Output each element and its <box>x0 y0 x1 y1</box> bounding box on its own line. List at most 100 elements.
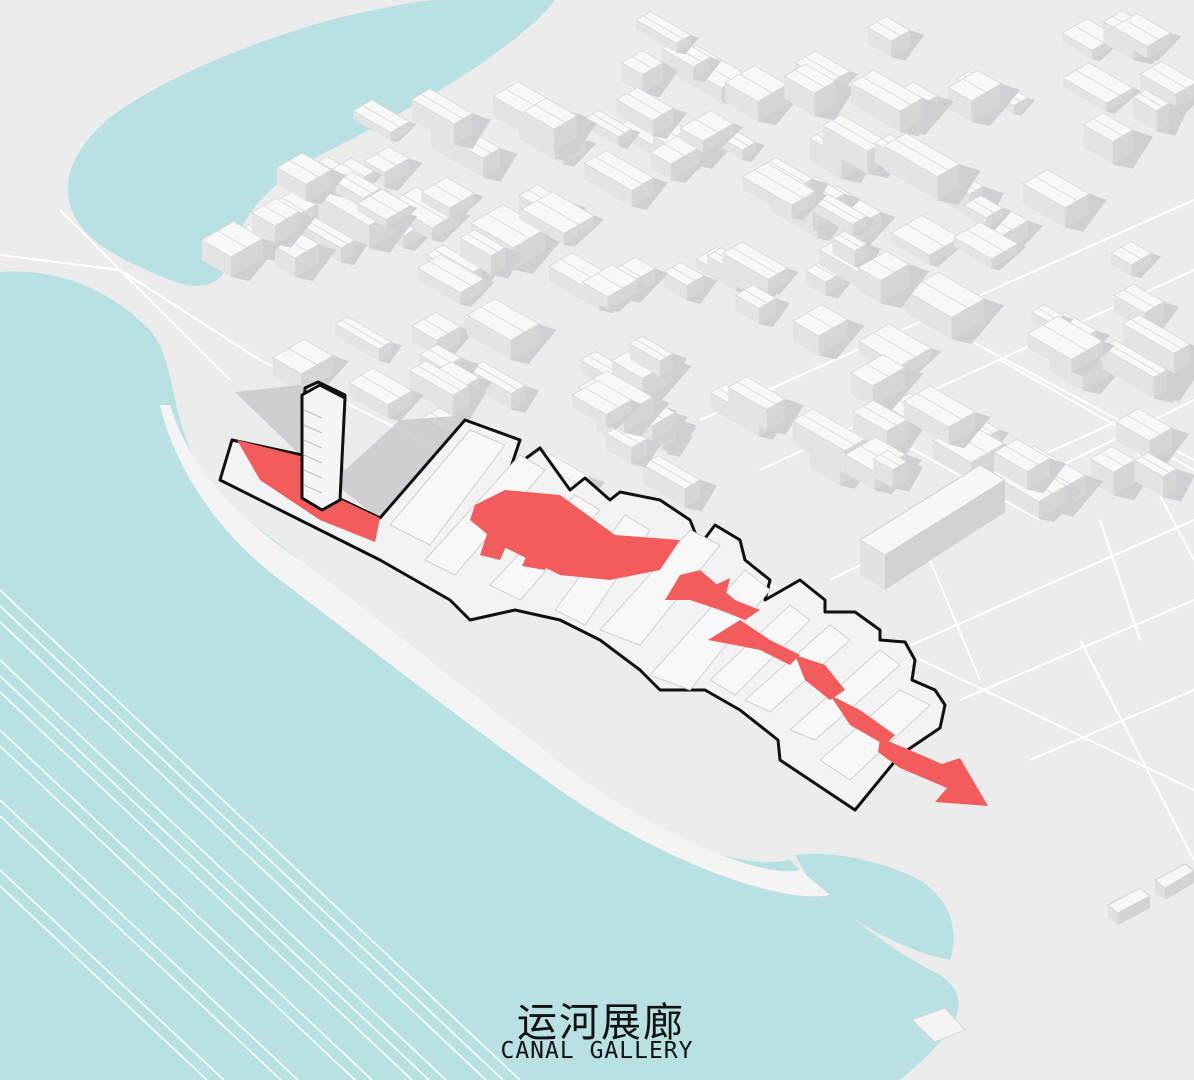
roof-ridge <box>536 200 580 226</box>
roof-ridge <box>429 260 473 287</box>
building-side <box>663 272 687 301</box>
building-side <box>693 56 711 80</box>
roof-ridge <box>486 213 530 239</box>
building-side <box>1156 103 1169 132</box>
canal-water <box>0 271 959 1080</box>
building-side <box>680 128 703 153</box>
building-shadow <box>1162 468 1194 502</box>
building-side <box>631 177 654 207</box>
roof-ridge <box>217 230 248 249</box>
building-side <box>523 111 554 152</box>
roof-ridge <box>480 306 525 333</box>
building-side <box>805 270 826 296</box>
building-side <box>652 412 675 441</box>
roof-ridge <box>880 454 900 467</box>
building-side <box>606 433 632 465</box>
roof-ridge <box>739 73 773 94</box>
building-side <box>276 167 307 202</box>
building-side <box>417 268 461 305</box>
building-side <box>892 461 907 488</box>
building-side <box>903 401 949 445</box>
roof-ridge <box>376 153 397 166</box>
building-side <box>521 209 564 245</box>
building-side <box>549 266 600 311</box>
building-side <box>891 30 910 58</box>
building-side <box>1090 458 1114 496</box>
rail-lines <box>0 589 521 1080</box>
roof-ridge <box>876 21 901 37</box>
building-side <box>784 76 815 116</box>
building-side <box>635 19 677 53</box>
building-side <box>757 84 788 122</box>
building-side <box>353 110 391 141</box>
building-side <box>411 99 454 145</box>
roof-ridge <box>1100 452 1125 467</box>
roof-ridge <box>804 56 841 78</box>
building-side <box>318 196 370 249</box>
building-side <box>742 176 792 218</box>
building-shadow <box>854 243 881 270</box>
roof-ridge <box>1037 307 1058 320</box>
building-side <box>1140 73 1176 109</box>
building-shadow <box>491 247 523 279</box>
roof-ridge <box>475 365 519 391</box>
building-shadow <box>1112 129 1154 169</box>
building-side <box>553 115 577 152</box>
roof-ridge <box>343 176 373 194</box>
building-side <box>742 142 756 161</box>
building-side <box>650 152 671 180</box>
building-shadow <box>684 479 718 512</box>
village-buildings <box>200 10 1194 523</box>
building-side <box>792 420 845 474</box>
roof-ridge <box>831 119 877 147</box>
building-side <box>1133 97 1157 132</box>
roof-ridge <box>263 205 288 220</box>
roof-ridge <box>626 93 664 115</box>
roof-ridge <box>1141 456 1170 474</box>
building-side <box>563 215 595 245</box>
building-side <box>670 147 699 180</box>
building-shadow <box>511 385 540 413</box>
building-side <box>652 108 674 136</box>
building-side <box>933 440 972 481</box>
building-side <box>886 419 907 452</box>
roof-ridge <box>534 104 566 123</box>
roof-ridge <box>1108 343 1161 374</box>
roof-ridge <box>966 229 1005 252</box>
roof-ridge <box>737 381 777 405</box>
roof-ridge <box>1130 318 1183 350</box>
building-side <box>722 253 769 293</box>
building-side <box>1071 341 1103 373</box>
red-circulation-path <box>470 490 895 745</box>
building-side <box>819 249 870 295</box>
building-side <box>768 268 788 293</box>
building-side <box>335 323 379 361</box>
building-side <box>822 125 868 174</box>
building-side <box>661 48 694 80</box>
building-side <box>1113 26 1148 59</box>
roof-ridge <box>1123 289 1155 308</box>
building-side <box>792 321 819 356</box>
roof-ridge <box>671 266 696 282</box>
building-side <box>431 128 483 178</box>
roof-ridge <box>916 393 963 420</box>
building-side <box>460 238 492 275</box>
building-side <box>572 395 607 427</box>
roof-ridge <box>1075 69 1120 96</box>
building-side <box>791 191 816 218</box>
canal-gallery-complex <box>218 380 988 812</box>
building-side <box>852 216 867 235</box>
building-side <box>621 62 643 94</box>
building-side <box>971 83 1002 122</box>
building-side <box>272 357 302 393</box>
roof-ridge <box>815 264 836 277</box>
building-side <box>306 169 332 202</box>
roof-ridge <box>650 459 693 485</box>
roof-ridge <box>423 318 449 334</box>
building-side <box>1115 421 1150 461</box>
building-side <box>1134 460 1163 498</box>
building-side <box>295 244 319 278</box>
building-side <box>1153 369 1167 399</box>
roof-ridge <box>862 76 912 106</box>
